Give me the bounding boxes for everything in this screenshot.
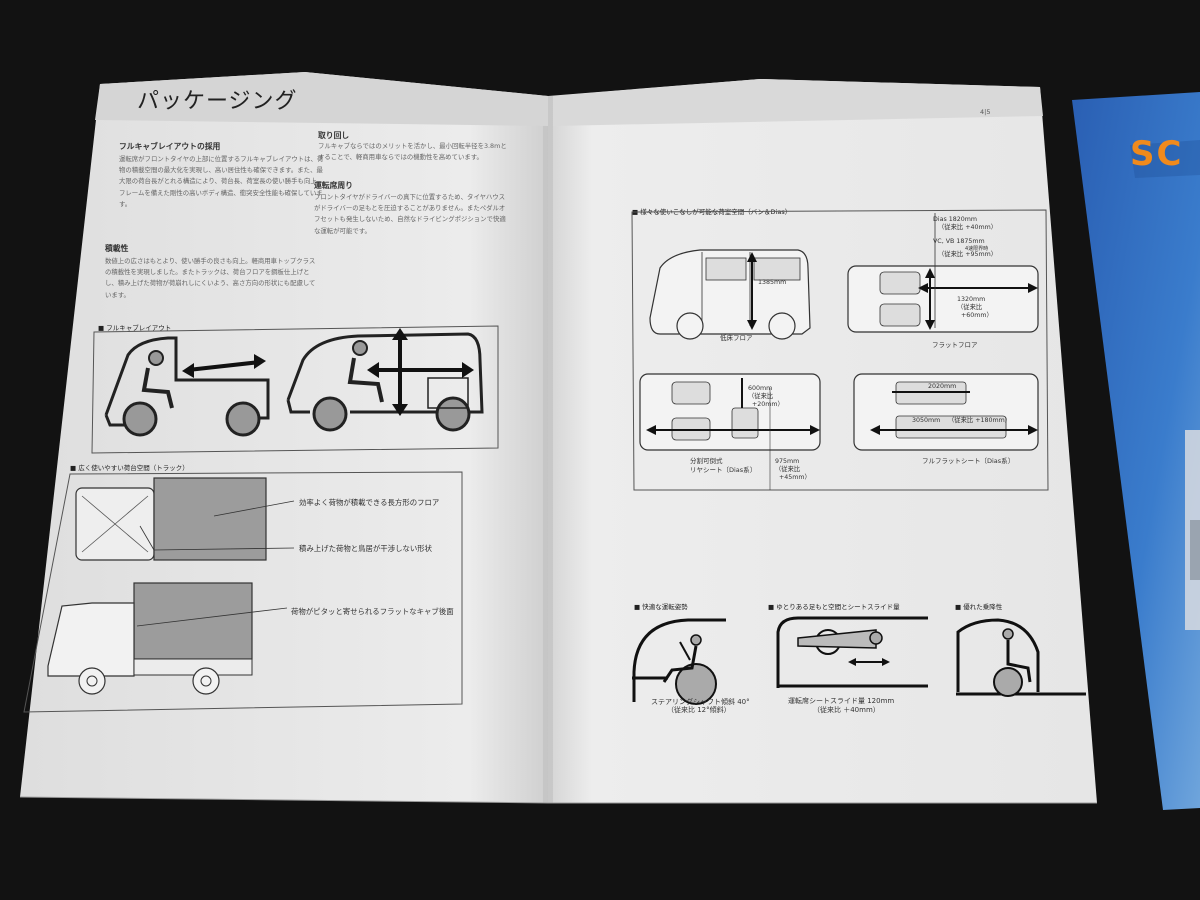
van-space-figure — [631, 209, 1049, 491]
caption-split-seat: 分割可倒式 — [690, 457, 723, 465]
section-heading-handling: 取り回し — [318, 131, 350, 140]
van-side-view — [649, 249, 811, 340]
dim-height: 1385mm — [758, 279, 787, 286]
dim-vc-compare: （従来比 +95mm） — [938, 251, 998, 258]
horizontal-arrow — [182, 354, 266, 378]
dim-vc-note: 4速限界時 — [965, 246, 989, 252]
annotation-gate-shape: 積み上げた荷物と鳥居が干渉しない形状 — [299, 544, 433, 553]
truck-silhouette — [104, 336, 270, 437]
annotation-flat-rear: 荷物がピタッと寄せられるフラットなキャブ後面 — [291, 607, 454, 616]
fig-label-posture: ■ 快適な運転姿勢 — [634, 603, 688, 611]
section-heading-cab: フルキャブレイアウトの採用 — [119, 142, 221, 151]
dim-rear-len: 975mm — [775, 458, 800, 465]
section-body-cab: 運転席がフロントタイヤの上部に位置するフルキャブレイアウトは、荷物の積載空間の最… — [119, 155, 324, 208]
truck-side-view — [47, 582, 253, 695]
dim-split-compare: （従来比 — [748, 393, 774, 400]
dim-split-compare2: +20mm） — [752, 401, 784, 408]
van-plan-flat — [847, 213, 1039, 333]
caption-steering-compare: （従来比 12°傾斜） — [667, 706, 731, 714]
section-heading-capacity: 積載性 — [105, 244, 129, 253]
cross-arrows — [367, 328, 474, 416]
caption-slide-compare: （従来比 ＋40mm） — [813, 706, 880, 714]
fig-label-legroom: ■ ゆとりある足もと空間とシートスライド量 — [768, 603, 900, 611]
page-number: 4|5 — [980, 108, 991, 116]
annotation-leaders — [136, 500, 295, 627]
section-heading-cockpit: 運転席周り — [314, 181, 353, 190]
dim-flat-length: 3050mm — [912, 417, 941, 424]
dim-dias-compare: （従来比 +40mm） — [938, 224, 998, 231]
dim-rear-compare: （従来比 — [775, 466, 801, 473]
dim-vc-length: VC, VB 1875mm — [933, 238, 985, 245]
fig-label-bed: ■ 広く使いやすい荷台空間（トラック） — [70, 464, 189, 472]
van-silhouette — [286, 332, 484, 432]
dim-rear-compare2: +45mm） — [779, 474, 811, 481]
dim-width-compare2: +60mm） — [961, 312, 993, 319]
page-title: パッケージング — [137, 89, 298, 114]
caption-low-floor: 低床フロア — [720, 334, 753, 342]
bottom-figures — [632, 616, 1086, 705]
dim-dias-length: Dias 1820mm — [933, 216, 978, 223]
dim-width: 1320mm — [957, 296, 986, 303]
truck-top-view — [75, 477, 267, 561]
caption-flat-floor: フラットフロア — [932, 341, 978, 349]
annotation-rect-floor: 効率よく荷物が積載できる長方形のフロア — [299, 498, 440, 507]
section-body-cockpit: フロントタイヤがドライバーの真下に位置するため、タイヤハウスがドライバーの足もと… — [314, 193, 506, 235]
fig-label-access: ■ 優れた乗降性 — [955, 603, 1003, 611]
fig-label-cab: ■ フルキャブレイアウト — [98, 324, 172, 332]
legroom-figure — [776, 616, 928, 688]
van-plan-split — [639, 373, 821, 490]
section-body-capacity: 数値上の広さはもとより、使い勝手の良さも向上。軽商用車トップクラスの積載性を実現… — [105, 257, 316, 299]
caption-steering: ステアリングシャフト傾斜 40° — [651, 698, 750, 706]
posture-figure — [632, 618, 726, 705]
section-body-handling: フルキャブならではのメリットを活かし、最小回転半径を3.8mとすることで、軽商用… — [318, 142, 507, 162]
dim-width-compare: （従来比 — [957, 304, 983, 311]
caption-split-seat2: リヤシート〔Dias系〕 — [690, 466, 757, 474]
caption-full-flat: フルフラットシート〔Dias系〕 — [922, 457, 1015, 465]
dim-flat-compare: （従来比 +180mm） — [948, 417, 1012, 424]
dim-split: 600mm — [748, 385, 773, 392]
caption-slide: 運転席シートスライド量 120mm — [788, 697, 895, 705]
cover-logo: SC — [1130, 134, 1184, 174]
access-figure — [956, 618, 1086, 697]
truck-bed-figure — [23, 471, 463, 713]
van-plan-fullflat — [853, 373, 1039, 451]
dim-seat-length: 2020mm — [928, 383, 957, 390]
full-cab-figure — [91, 325, 499, 454]
